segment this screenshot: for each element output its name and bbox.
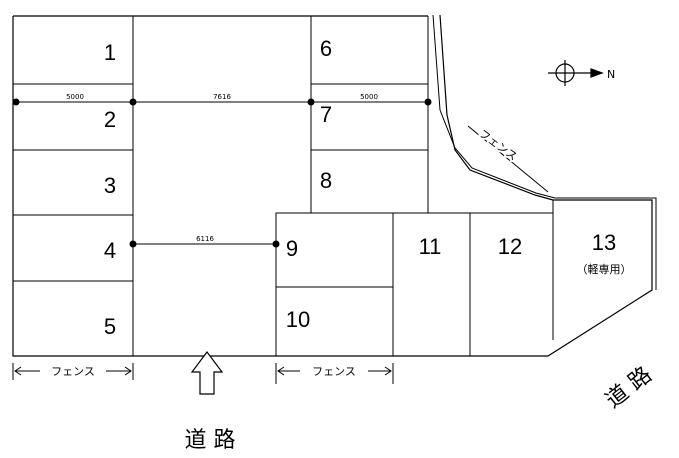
lot-11: 11 bbox=[419, 234, 442, 259]
entrance-arrow-icon bbox=[190, 351, 224, 395]
fence-extent-right bbox=[275, 363, 394, 384]
lot-5: 5 bbox=[104, 314, 116, 339]
fence-leader-line bbox=[467, 125, 549, 193]
dimension-dot bbox=[307, 98, 315, 106]
compass-north-icon bbox=[548, 60, 604, 86]
dimension-right: 5000 bbox=[360, 93, 378, 101]
lot-13-note: （軽専用） bbox=[577, 263, 632, 276]
road-label-bottom: 道 路 bbox=[185, 428, 236, 453]
lot-3: 3 bbox=[104, 173, 116, 198]
dimension-dot bbox=[424, 98, 432, 106]
fence-label: フェンス bbox=[477, 127, 520, 163]
lot-4: 4 bbox=[104, 238, 116, 263]
lot-10: 10 bbox=[286, 307, 310, 332]
compass-north-label: N bbox=[607, 68, 615, 81]
dimension-dot bbox=[12, 98, 20, 106]
dimension-lines bbox=[12, 98, 432, 248]
dimension-dot bbox=[129, 240, 137, 248]
dimension-lower: 6116 bbox=[196, 235, 214, 243]
lot-6: 6 bbox=[320, 36, 332, 61]
fence-bottom-right-label: フェンス bbox=[312, 365, 356, 378]
dimension-dot bbox=[129, 98, 137, 106]
lot-7: 7 bbox=[320, 102, 332, 127]
dimension-left: 5000 bbox=[66, 93, 84, 101]
road-label-right: 道 路 bbox=[601, 362, 657, 413]
dimension-dot bbox=[272, 240, 280, 248]
lot-12: 12 bbox=[498, 234, 522, 259]
fence-bottom-left-label: フェンス bbox=[51, 365, 95, 378]
lot-dividers bbox=[13, 14, 657, 356]
lot-2: 2 bbox=[104, 107, 116, 132]
dimension-middle: 7616 bbox=[213, 93, 231, 101]
fence-extent-left bbox=[12, 363, 134, 380]
lot-13: 13 bbox=[592, 230, 616, 255]
lot-1: 1 bbox=[104, 40, 116, 65]
lot-9: 9 bbox=[286, 236, 298, 261]
lot-8: 8 bbox=[320, 168, 332, 193]
